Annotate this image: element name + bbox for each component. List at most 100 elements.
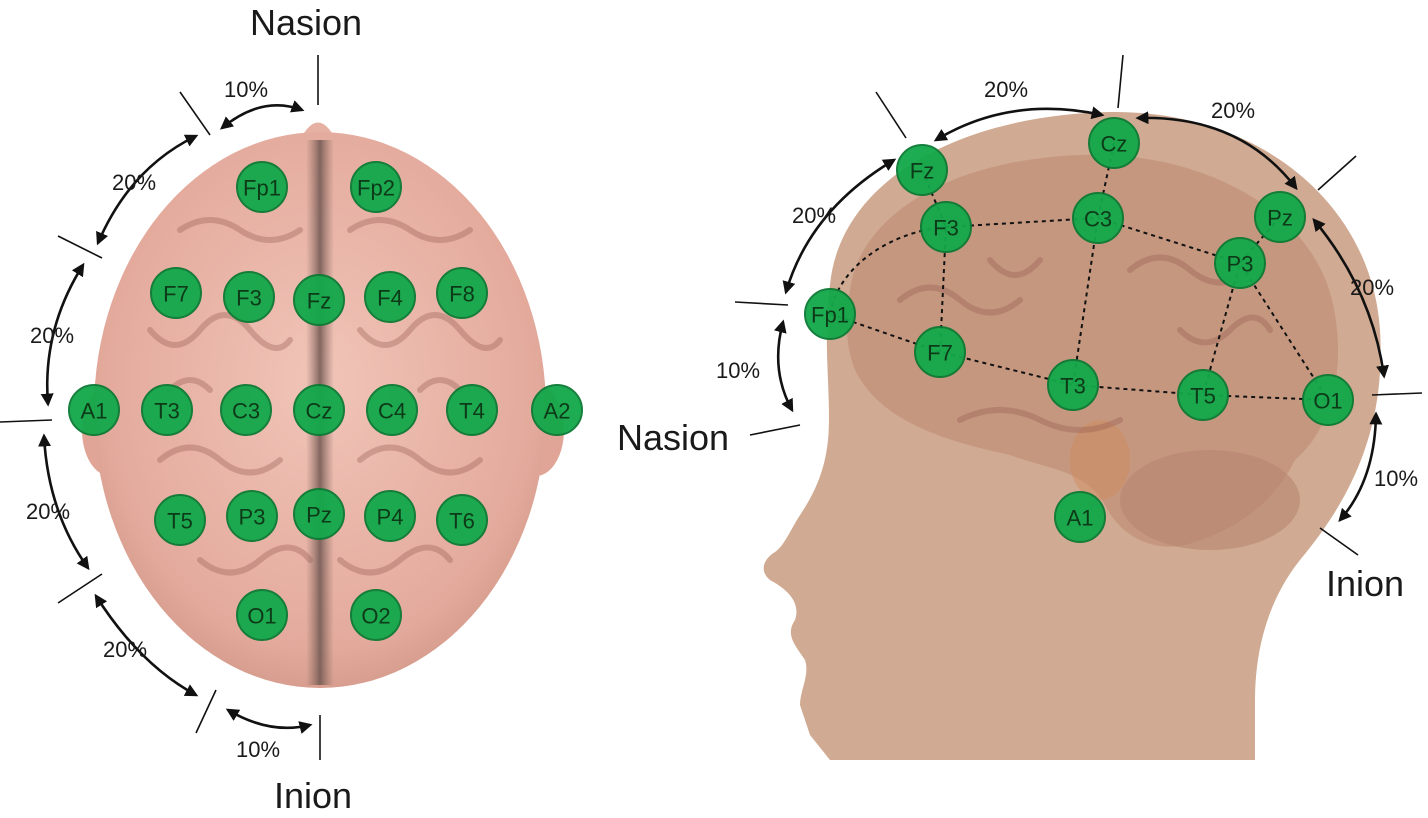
top-electrode-t4 — [446, 384, 498, 436]
top-electrode-label-fz: Fz — [307, 289, 331, 314]
top-pct-label: 10% — [236, 737, 280, 762]
top-electrode-c3 — [220, 384, 272, 436]
top-electrode-cz — [293, 384, 345, 436]
grid-line — [945, 216, 1329, 401]
side-electrode-label-fp1: Fp1 — [811, 303, 849, 328]
top-electrode-label-a2: A2 — [544, 399, 571, 424]
tick-cz — [1117, 54, 1124, 109]
grid-line — [829, 313, 1329, 401]
top-view: Nasion Inion 10% 20% 20% 20% 20% 10% Fp1… — [0, 2, 583, 816]
side-pct-label: 20% — [1211, 98, 1255, 123]
side-electrode-f7 — [914, 326, 966, 378]
arrow-left-upper-20 — [40, 262, 85, 407]
top-electrode-label-p4: P4 — [377, 505, 404, 530]
side-electrode-p3 — [1214, 237, 1266, 289]
side-electrode-label-p3: P3 — [1227, 252, 1254, 277]
side-electrode-label-t3: T3 — [1060, 374, 1086, 399]
top-electrode-label-cz: Cz — [306, 399, 333, 424]
top-electrode-label-fp2: Fp2 — [357, 176, 395, 201]
top-electrode-label-c4: C4 — [378, 399, 406, 424]
side-electrode-label-t5: T5 — [1190, 384, 1216, 409]
side-pct-label: 10% — [716, 358, 760, 383]
top-electrode-label-t4: T4 — [459, 399, 485, 424]
top-electrode-o2 — [350, 589, 402, 641]
top-electrode-f4 — [364, 271, 416, 323]
side-inion-label: Inion — [1326, 563, 1404, 604]
grid-line — [1202, 216, 1281, 396]
tick-upper-left-1 — [179, 91, 211, 136]
top-electrode-o1 — [236, 589, 288, 641]
arrow-pz-o1-20 — [1312, 217, 1389, 379]
top-electrode-f3 — [223, 271, 275, 323]
side-view: Nasion Inion 20% 20% 20% 10% 20% 10% FzC… — [617, 54, 1423, 761]
arrow-top-left-20 — [96, 134, 199, 246]
top-electrode-label-p3: P3 — [239, 505, 266, 530]
tick-pz — [1317, 155, 1357, 191]
grid-line — [921, 169, 948, 353]
side-electrode-cz — [1088, 117, 1140, 169]
arrow-bottom-left-20 — [94, 593, 199, 697]
top-electrode-p3 — [226, 490, 278, 542]
top-electrode-fz — [293, 274, 345, 326]
top-electrode-a2 — [531, 384, 583, 436]
top-electrode-label-fp1: Fp1 — [243, 176, 281, 201]
top-electrode-fp1 — [236, 161, 288, 213]
arrow-fp1-fz-20 — [782, 158, 897, 295]
top-electrode-label-t5: T5 — [167, 509, 193, 534]
arrow-fz-cz-20 — [933, 106, 1105, 142]
top-electrode-t3 — [141, 384, 193, 436]
side-electrode-label-a1: A1 — [1067, 506, 1094, 531]
arrow-cz-pz-20 — [1135, 111, 1298, 191]
arrow-nasion-fp1-10 — [774, 319, 794, 413]
arrow-top-10 — [219, 100, 305, 130]
side-electrode-label-f7: F7 — [927, 341, 953, 366]
top-electrode-label-pz: Pz — [306, 503, 332, 528]
side-nasion-label: Nasion — [617, 417, 729, 458]
side-pct-label: 20% — [984, 77, 1028, 102]
top-electrode-label-f7: F7 — [163, 282, 189, 307]
side-electrode-t3 — [1047, 359, 1099, 411]
tick-fz — [875, 91, 907, 139]
top-electrode-p4 — [364, 490, 416, 542]
top-electrode-label-f3: F3 — [236, 286, 262, 311]
top-electrode-label-f8: F8 — [449, 282, 475, 307]
top-electrode-label-c3: C3 — [232, 399, 260, 424]
side-electrode-label-o1: O1 — [1313, 389, 1342, 414]
tick-inion-side — [1319, 527, 1359, 556]
brain-side — [846, 154, 1339, 547]
top-pct-label: 20% — [112, 170, 156, 195]
tick-o1 — [1371, 392, 1423, 396]
side-electrode-label-f3: F3 — [933, 216, 959, 241]
tick-lower-left-2 — [195, 689, 217, 734]
top-electrode-label-t6: T6 — [449, 509, 475, 534]
side-electrode-label-pz: Pz — [1267, 206, 1293, 231]
top-electrode-t5 — [154, 494, 206, 546]
top-pct-label: 20% — [30, 323, 74, 348]
arrow-left-lower-20 — [38, 433, 90, 571]
arrow-bottom-10 — [225, 708, 313, 734]
top-electrode-c4 — [366, 384, 418, 436]
top-nasion-label: Nasion — [250, 2, 362, 43]
top-electrode-f7 — [150, 267, 202, 319]
brain-texture — [147, 217, 503, 576]
top-pct-label: 10% — [224, 77, 268, 102]
side-electrode-label-fz: Fz — [910, 159, 934, 184]
side-electrode-label-c3: C3 — [1084, 207, 1112, 232]
top-inion-label: Inion — [274, 775, 352, 816]
side-electrode-o1 — [1302, 374, 1354, 426]
tick-lower-left-1 — [57, 573, 103, 604]
side-pct-label: 10% — [1374, 466, 1418, 491]
side-electrode-label-cz: Cz — [1101, 132, 1128, 157]
side-electrode-fz — [896, 144, 948, 196]
top-electrode-label-t3: T3 — [154, 399, 180, 424]
side-electrode-fp1 — [804, 288, 856, 340]
cerebellum — [1120, 450, 1300, 550]
top-electrode-a1 — [68, 384, 120, 436]
side-electrode-pz — [1254, 191, 1306, 243]
side-electrode-t5 — [1177, 369, 1229, 421]
side-electrode-a1 — [1054, 491, 1106, 543]
tick-upper-left-2 — [57, 235, 103, 259]
side-electrode-c3 — [1072, 192, 1124, 244]
